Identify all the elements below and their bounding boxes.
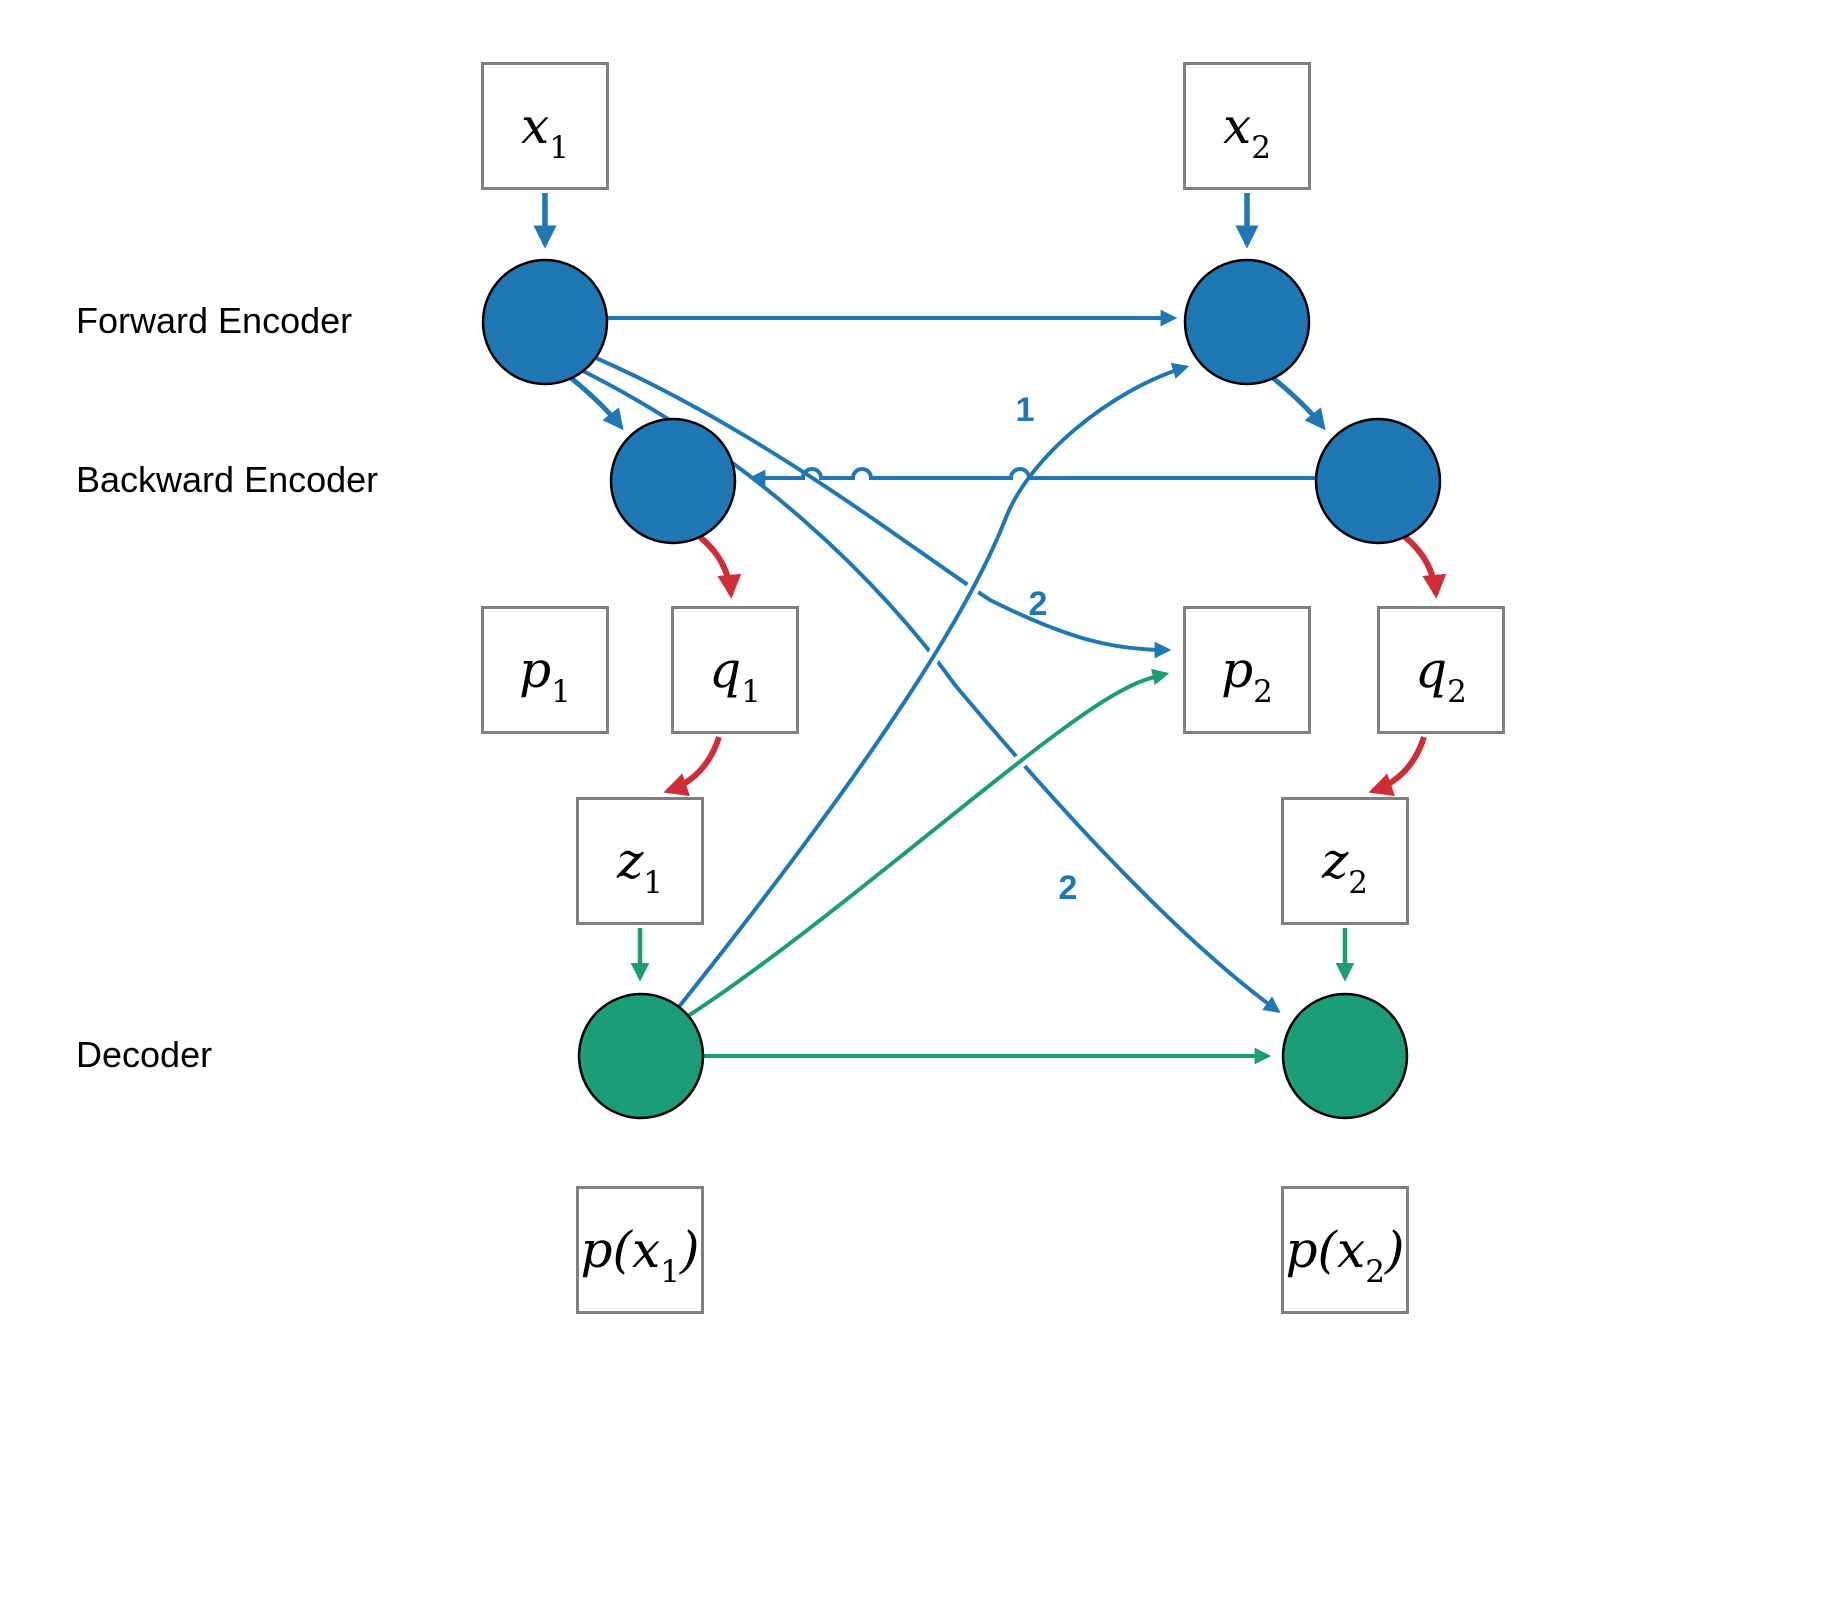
edge-decoder1-to-forward2 bbox=[676, 362, 1190, 1010]
box-q2-label: q2 bbox=[1415, 645, 1467, 707]
label-base: q bbox=[709, 641, 742, 699]
label-base: p(x bbox=[580, 1221, 661, 1279]
label-base: p bbox=[1221, 641, 1254, 699]
box-z2: z2 bbox=[1281, 797, 1409, 925]
box-q1: q1 bbox=[671, 606, 799, 734]
box-x1-label: x1 bbox=[521, 101, 569, 163]
backward-encoder-node-2 bbox=[1314, 417, 1442, 545]
backward-encoder-node-1 bbox=[609, 417, 737, 545]
box-x2-label: x2 bbox=[1223, 101, 1271, 163]
label-subscript: 2 bbox=[1348, 864, 1369, 901]
label-subscript: 1 bbox=[549, 129, 569, 166]
edge-label-2-prior: 2 bbox=[1029, 585, 1048, 623]
box-px2-label: p(x2) bbox=[1286, 1225, 1405, 1287]
label-base: p(x bbox=[1285, 1221, 1366, 1279]
label-base: z bbox=[1321, 832, 1349, 890]
edge-q2-to-z2 bbox=[1368, 736, 1427, 797]
edge-forward1-to-p2 bbox=[595, 356, 1172, 659]
box-q1-label: q1 bbox=[709, 645, 761, 707]
label-subscript: 1 bbox=[741, 673, 761, 710]
edge-backward1-to-q1 bbox=[698, 534, 742, 599]
box-x1: x1 bbox=[481, 62, 609, 190]
box-z1: z1 bbox=[576, 797, 704, 925]
label-subscript: 2 bbox=[1365, 1253, 1385, 1290]
decoder-node-1 bbox=[577, 992, 705, 1120]
label-post: ) bbox=[1384, 1221, 1405, 1279]
row-label-decoder: Decoder bbox=[76, 1034, 213, 1075]
edge-label-2-decoder: 2 bbox=[1059, 869, 1078, 907]
label-base: p bbox=[519, 641, 552, 699]
forward-encoder-node-2 bbox=[1183, 258, 1311, 386]
box-px1-label: p(x1) bbox=[581, 1225, 700, 1287]
edge-backward2-to-backward1 bbox=[748, 467, 1316, 487]
label-base: z bbox=[616, 832, 644, 890]
label-subscript: 1 bbox=[660, 1253, 680, 1290]
row-label-forward-encoder: Forward Encoder bbox=[76, 300, 353, 341]
label-base: x bbox=[1223, 97, 1252, 155]
edge-label-1: 1 bbox=[1016, 391, 1035, 429]
box-px1: p(x1) bbox=[576, 1186, 704, 1314]
box-x2: x2 bbox=[1183, 62, 1311, 190]
box-z1-label: z1 bbox=[617, 836, 663, 898]
box-z2-label: z2 bbox=[1322, 836, 1368, 898]
label-base: q bbox=[1415, 641, 1448, 699]
box-p1-label: p1 bbox=[519, 645, 571, 707]
decoder-node-2 bbox=[1281, 992, 1409, 1120]
row-label-backward-encoder: Backward Encoder bbox=[76, 459, 379, 500]
box-px2: p(x2) bbox=[1281, 1186, 1409, 1314]
label-base: x bbox=[521, 97, 550, 155]
forward-encoder-node-1 bbox=[481, 258, 609, 386]
label-post: ) bbox=[679, 1221, 700, 1279]
box-p2-label: p2 bbox=[1221, 645, 1273, 707]
box-p1: p1 bbox=[481, 606, 609, 734]
label-subscript: 1 bbox=[551, 673, 571, 710]
edge-forward2-to-backward2 bbox=[1271, 376, 1326, 431]
label-subscript: 2 bbox=[1251, 129, 1271, 166]
box-q2: q2 bbox=[1377, 606, 1505, 734]
edge-forward1-to-backward1 bbox=[569, 376, 624, 431]
label-subscript: 2 bbox=[1253, 673, 1273, 710]
edge-q1-to-z1 bbox=[663, 736, 722, 797]
edge-decoder1-to-p2 bbox=[686, 668, 1170, 1018]
label-subscript: 2 bbox=[1447, 673, 1467, 710]
box-p2: p2 bbox=[1183, 606, 1311, 734]
label-subscript: 1 bbox=[643, 864, 664, 901]
edge-backward2-to-q2 bbox=[1403, 534, 1447, 599]
